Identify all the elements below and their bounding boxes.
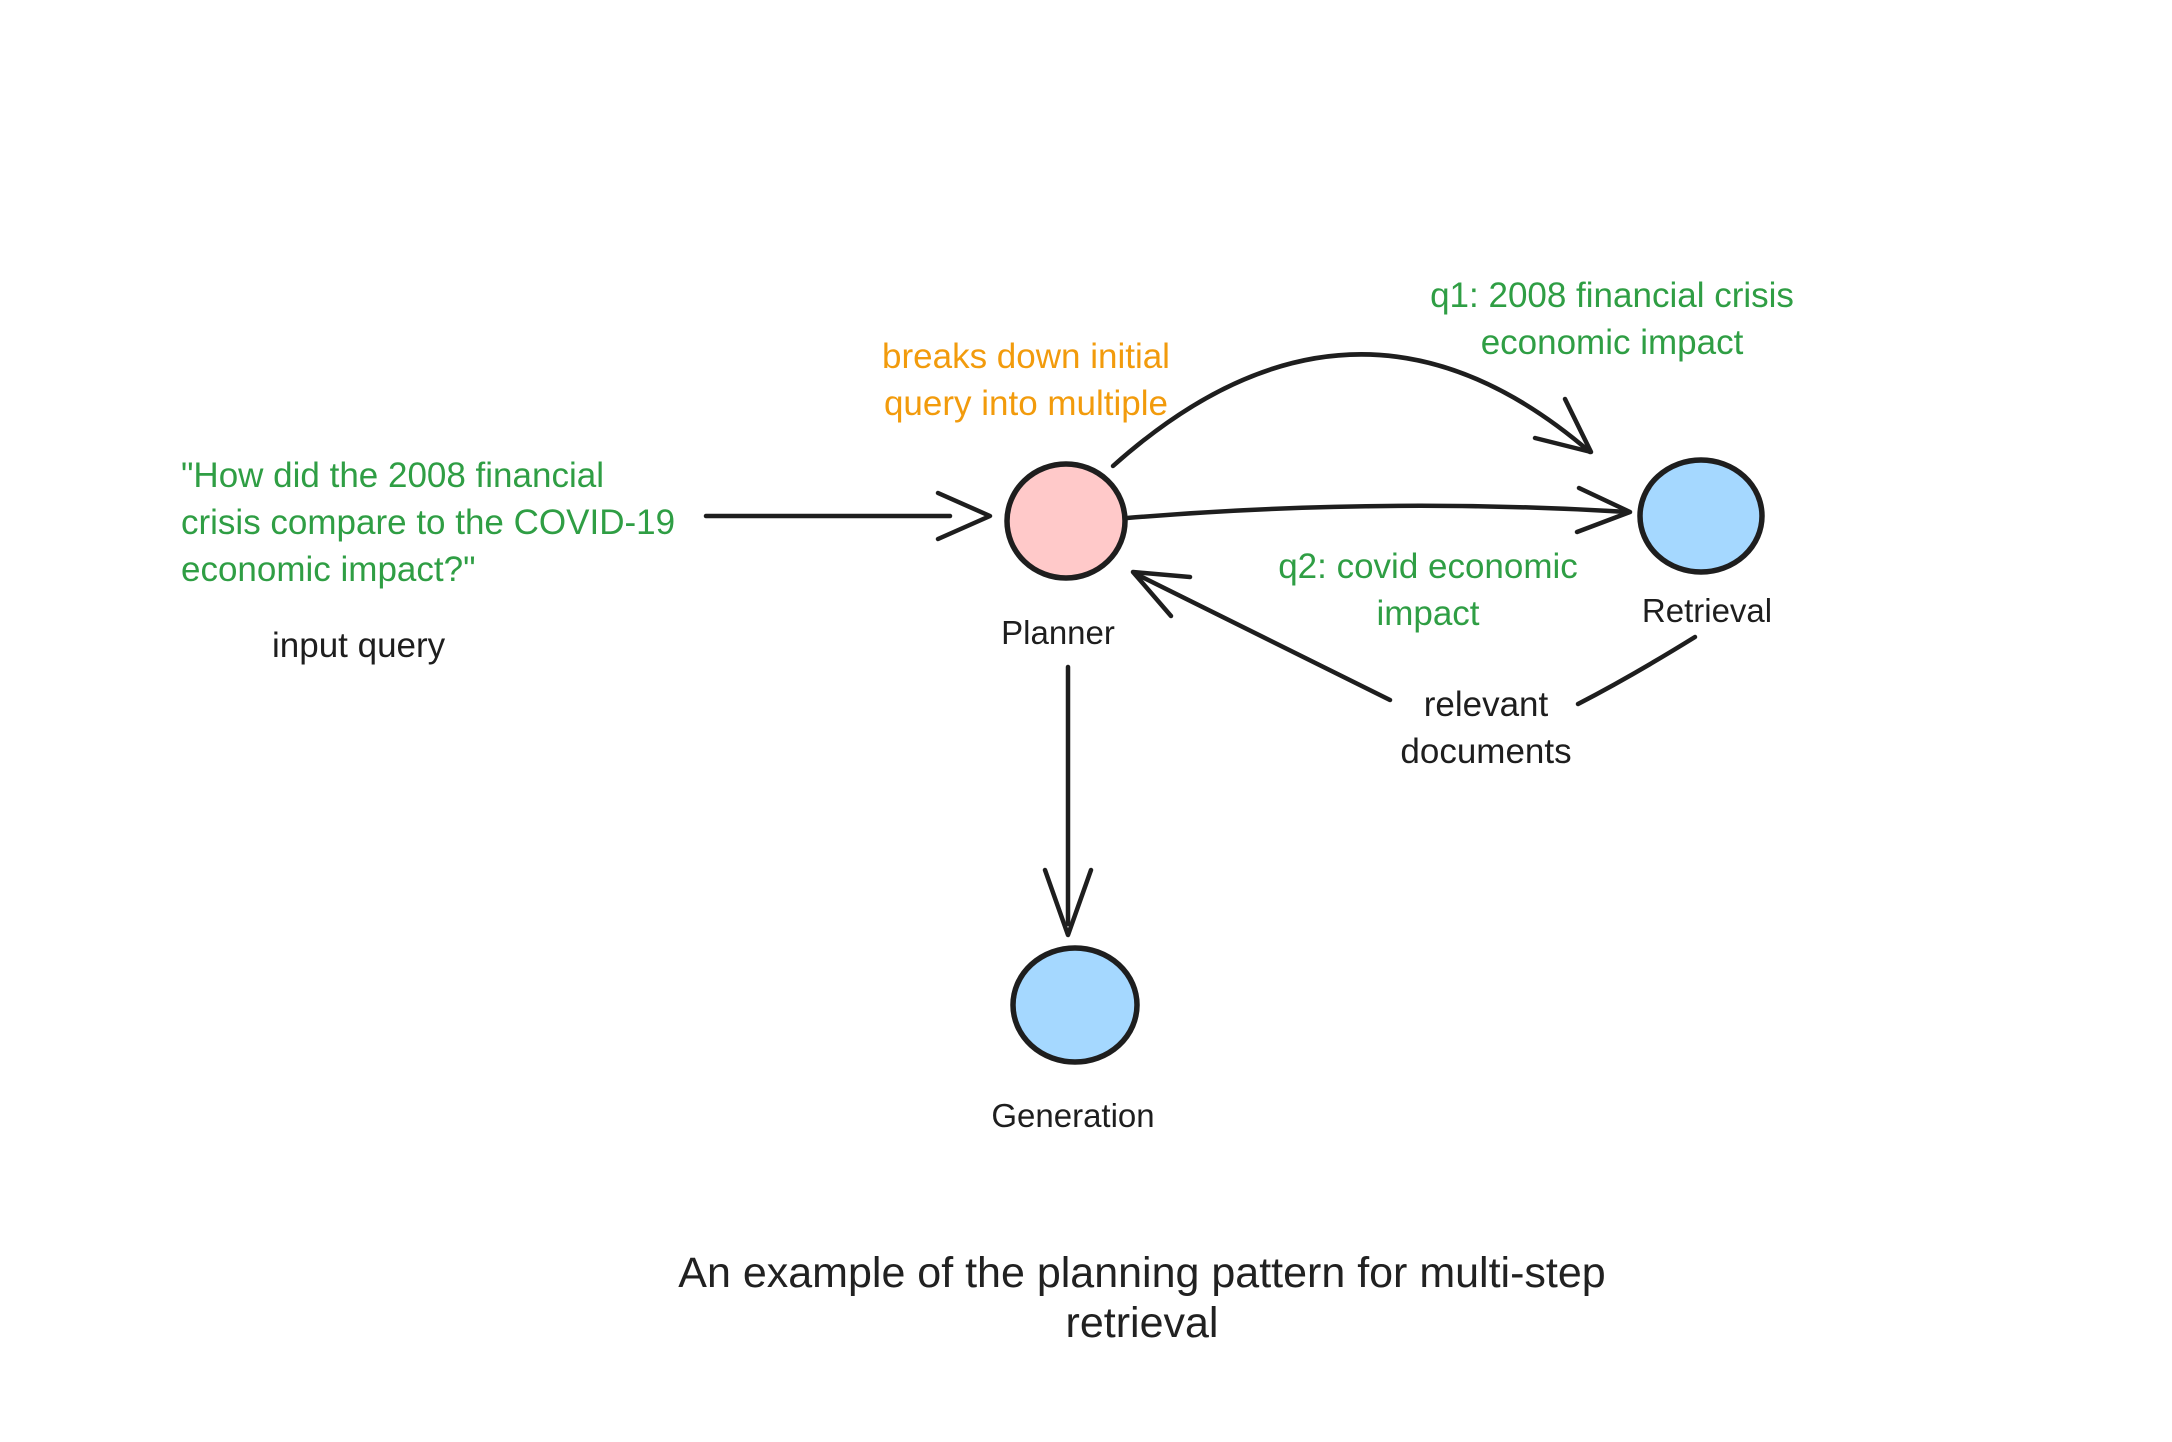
q1-query-label: q1: 2008 financial crisis economic impac…	[1430, 276, 1794, 362]
q1-arrow-line	[1110, 352, 1593, 469]
generation-arrow-head	[1042, 867, 1094, 938]
generation-node-label: Generation	[991, 1097, 1155, 1134]
q2-arrow-line	[1124, 503, 1631, 521]
q1-arrow-head	[1532, 396, 1594, 455]
retrieval-node-label: Retrieval	[1641, 592, 1773, 629]
return-arrow-line-right	[1575, 634, 1698, 707]
planner-node-label: Planner	[1001, 614, 1115, 651]
input-arrow-head	[935, 490, 993, 542]
return-arrow-line-left	[1133, 571, 1393, 703]
retrieval-node	[1637, 457, 1765, 575]
generation-node	[1010, 945, 1140, 1065]
planner-annotation: breaks down initial query into multiple	[882, 337, 1170, 423]
diagram-caption: An example of the planning pattern for m…	[678, 1249, 1606, 1347]
q2-query-label: q2: covid economic impact	[1278, 547, 1578, 633]
return-arrow-head	[1130, 569, 1193, 619]
relevant-documents-label: relevant documents	[1400, 685, 1572, 771]
input-query-caption: input query	[272, 626, 446, 665]
planner-node	[1004, 461, 1128, 581]
q2-arrow-head	[1574, 485, 1633, 535]
input-query-text: "How did the 2008 financial crisis compa…	[181, 456, 676, 589]
